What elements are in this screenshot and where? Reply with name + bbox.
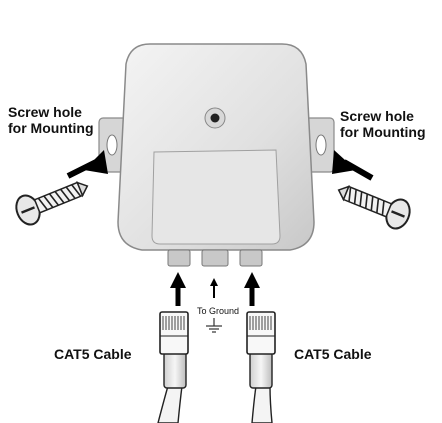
arrow-left-cable xyxy=(170,272,186,306)
rj45-connector-icon xyxy=(246,311,276,423)
screw-hole-label-left: Screw hole for Mounting xyxy=(8,104,94,136)
screw-hole-label-right-line1: Screw hole xyxy=(340,108,414,124)
screw-hole-label-left-line1: Screw hole xyxy=(8,104,82,120)
to-ground-label: To Ground xyxy=(197,306,240,316)
screw-icon xyxy=(15,181,89,226)
arrow-right-mount xyxy=(332,150,374,181)
screw-hole-label-right: Screw hole for Mounting xyxy=(340,108,426,140)
ground-symbol-icon xyxy=(206,318,222,333)
screw-icon xyxy=(337,185,411,230)
cat5-cable-label-left: CAT5 Cable xyxy=(54,346,132,362)
arrow-left-mount xyxy=(66,150,108,179)
arrow-right-cable xyxy=(244,272,260,306)
rj45-connector-icon xyxy=(157,311,189,423)
surge-protector-box xyxy=(117,43,315,267)
arrow-ground xyxy=(210,278,218,298)
screw-hole-label-right-line2: for Mounting xyxy=(340,124,426,140)
cat5-cable-label-right: CAT5 Cable xyxy=(294,346,372,362)
screw-hole-label-left-line2: for Mounting xyxy=(8,120,94,136)
